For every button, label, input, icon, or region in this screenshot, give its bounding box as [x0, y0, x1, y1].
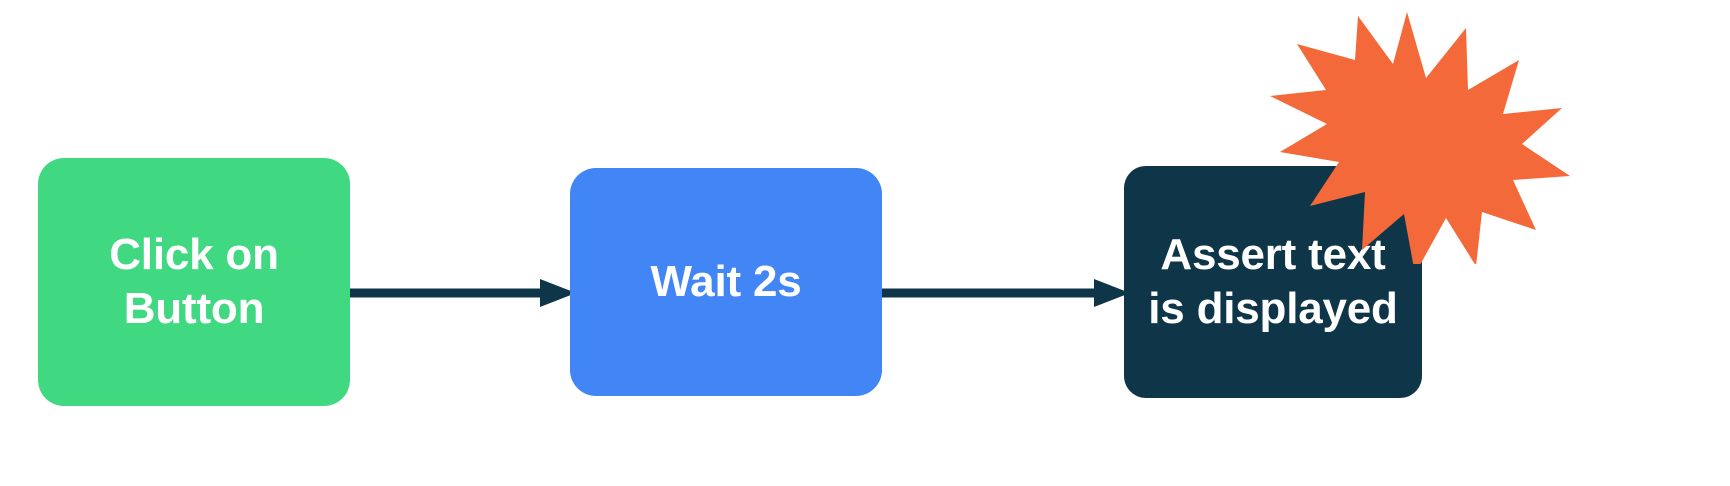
node-wait-2s[interactable]: Wait 2s [570, 168, 882, 396]
node-assert-text-is-displayed[interactable]: Assert text is displayed [1124, 166, 1422, 398]
node-click-on-button[interactable]: Click on Button [38, 158, 350, 406]
node-label: Click on Button [109, 230, 279, 333]
node-label: Wait 2s [650, 257, 802, 307]
connector-arrow-click-to-wait [348, 279, 576, 307]
connector-arrow-wait-to-assert [880, 279, 1130, 307]
node-label: Assert text is displayed [1148, 230, 1398, 333]
